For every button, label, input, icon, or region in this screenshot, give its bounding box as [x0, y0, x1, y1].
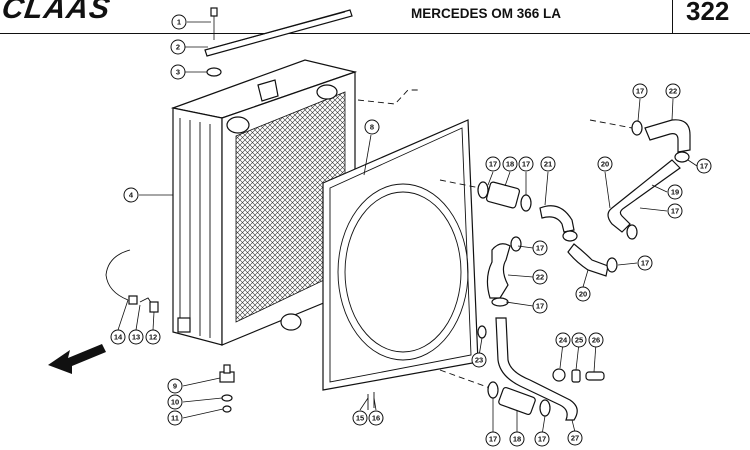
svg-text:20: 20 [579, 290, 587, 299]
callout-8: 8 [364, 119, 380, 135]
header-rule [0, 33, 750, 35]
svg-text:23: 23 [475, 356, 483, 365]
svg-text:22: 22 [669, 87, 677, 96]
callout-9: 9 [167, 378, 183, 394]
callout-16: 16 [368, 410, 384, 426]
radiator [170, 59, 358, 346]
svg-text:17: 17 [522, 160, 530, 169]
callout-3: 3 [170, 64, 186, 80]
svg-text:17: 17 [641, 259, 649, 268]
model-title: MERCEDES OM 366 LA [411, 6, 562, 21]
svg-text:12: 12 [149, 333, 157, 342]
svg-text:1: 1 [177, 18, 181, 27]
callout-2: 2 [170, 39, 186, 55]
svg-text:26: 26 [592, 336, 600, 345]
callout-24: 24 [555, 332, 571, 348]
callout-14: 14 [110, 329, 126, 345]
callout-18-a: 18 [502, 156, 518, 172]
callout-17-j: 17 [534, 431, 550, 447]
front-direction-arrow-icon [48, 344, 106, 374]
callout-17-g: 17 [532, 298, 548, 314]
callout-4: 4 [123, 187, 139, 203]
callout-17-e: 17 [667, 203, 683, 219]
svg-text:17: 17 [700, 162, 708, 171]
callout-20-b: 20 [575, 286, 591, 302]
svg-text:14: 14 [114, 333, 123, 342]
svg-text:25: 25 [575, 336, 583, 345]
svg-text:17: 17 [489, 435, 497, 444]
callout-1: 1 [171, 14, 187, 30]
callout-11: 11 [167, 410, 183, 426]
svg-text:17: 17 [536, 302, 544, 311]
page-header: CLAAS MERCEDES OM 366 LA 322 [0, 0, 750, 35]
callout-15: 15 [352, 410, 368, 426]
callout-27: 27 [567, 430, 583, 446]
callout-17-a: 17 [485, 156, 501, 172]
callout-12: 12 [145, 329, 161, 345]
callout-22-a: 22 [665, 83, 681, 99]
svg-text:15: 15 [356, 414, 364, 423]
callout-17-b: 17 [518, 156, 534, 172]
svg-text:17: 17 [536, 244, 544, 253]
svg-text:21: 21 [544, 160, 552, 169]
svg-text:17: 17 [538, 435, 546, 444]
svg-text:8: 8 [370, 123, 374, 132]
callout-25: 25 [571, 332, 587, 348]
callout-17-h: 17 [637, 255, 653, 271]
callout-26: 26 [588, 332, 604, 348]
callouts: 1 2 3 4 8 9 10 11 14 13 12 15 16 17 18 1… [110, 14, 712, 447]
svg-text:24: 24 [559, 336, 568, 345]
callout-23: 23 [471, 352, 487, 368]
svg-text:22: 22 [536, 273, 544, 282]
callout-17-f: 17 [532, 240, 548, 256]
svg-text:17: 17 [489, 160, 497, 169]
svg-text:19: 19 [671, 188, 679, 197]
callout-18-b: 18 [509, 431, 525, 447]
svg-text:27: 27 [571, 434, 579, 443]
header-divider [672, 0, 673, 34]
callout-21: 21 [540, 156, 556, 172]
callout-10: 10 [167, 394, 183, 410]
svg-text:3: 3 [176, 68, 180, 77]
hose-assembly [477, 119, 691, 421]
callout-17-i: 17 [485, 431, 501, 447]
svg-text:20: 20 [601, 160, 609, 169]
svg-text:10: 10 [171, 398, 179, 407]
callout-13: 13 [128, 329, 144, 345]
left-small-parts [105, 249, 375, 413]
callout-19: 19 [667, 184, 683, 200]
svg-text:9: 9 [173, 382, 177, 391]
svg-text:11: 11 [171, 414, 179, 423]
svg-text:13: 13 [132, 333, 140, 342]
page-number: 322 [686, 0, 730, 26]
callout-17-c: 17 [632, 83, 648, 99]
callout-17-d: 17 [696, 158, 712, 174]
svg-text:4: 4 [129, 191, 134, 200]
callout-20-a: 20 [597, 156, 613, 172]
svg-text:16: 16 [372, 414, 380, 423]
svg-text:17: 17 [671, 207, 679, 216]
callout-22-b: 22 [532, 269, 548, 285]
leader-lines [117, 21, 698, 436]
svg-text:18: 18 [513, 435, 521, 444]
svg-text:17: 17 [636, 87, 644, 96]
svg-text:18: 18 [506, 160, 514, 169]
svg-text:2: 2 [176, 43, 180, 52]
